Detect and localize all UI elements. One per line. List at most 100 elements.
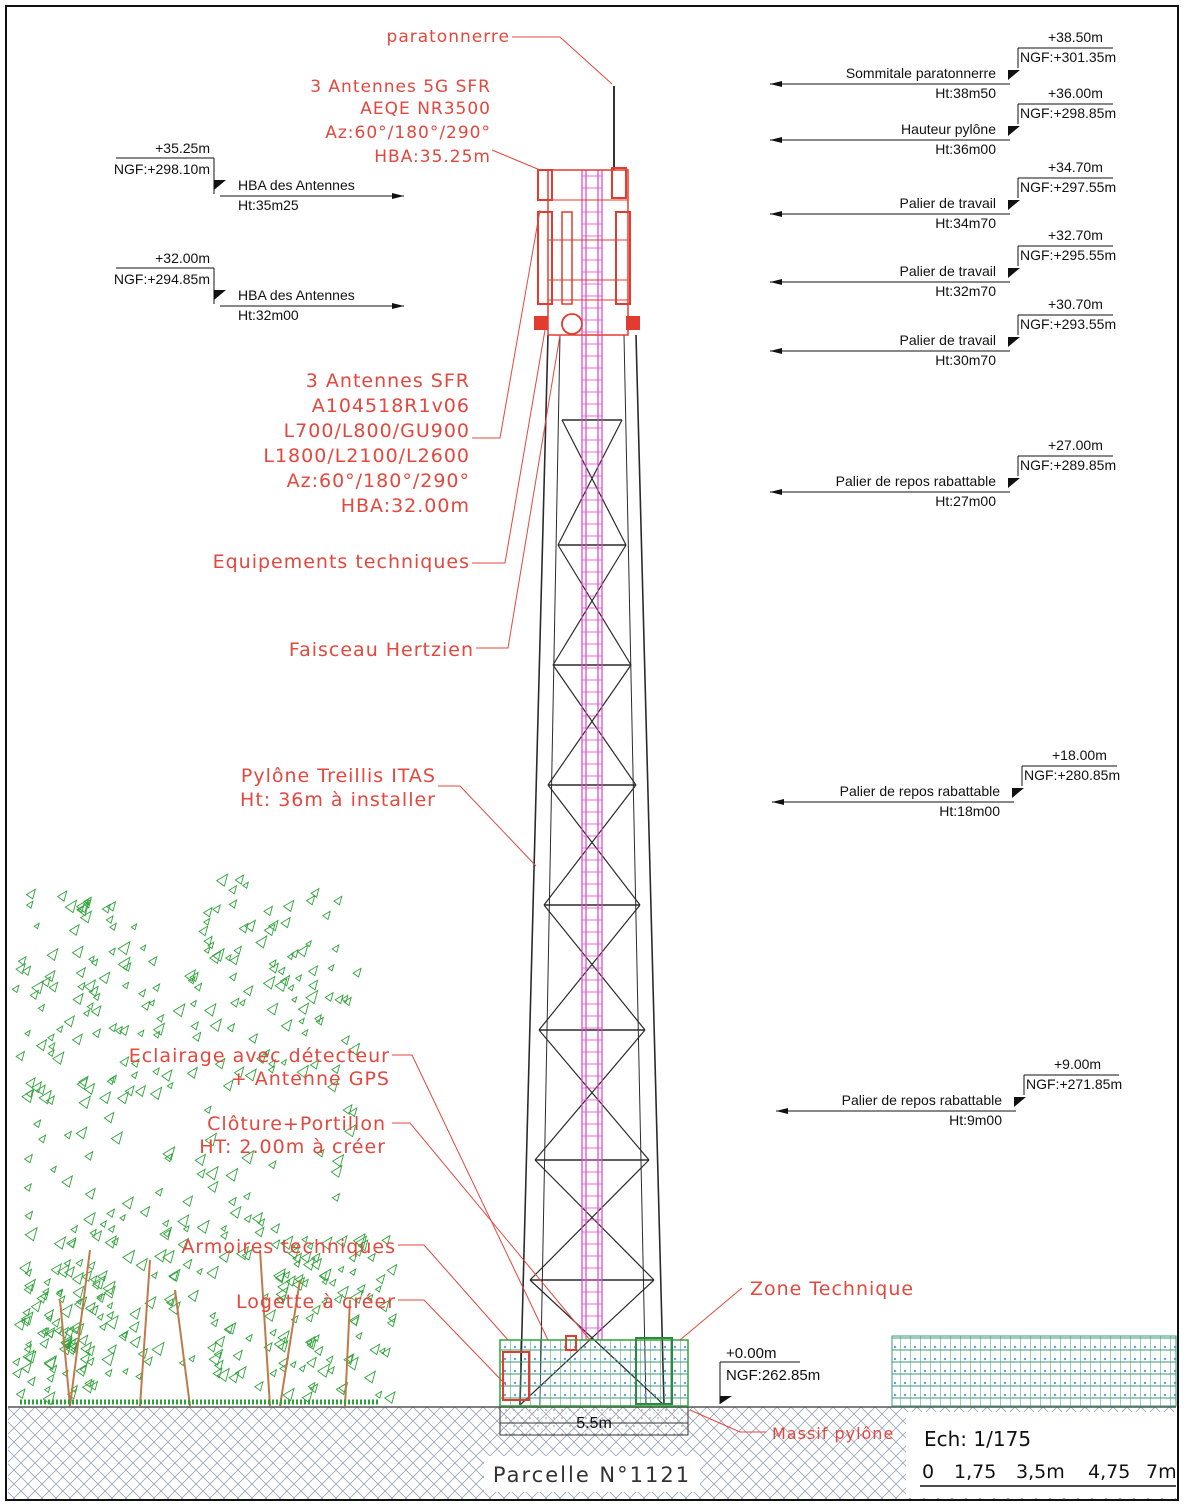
leaf bbox=[327, 1079, 339, 1093]
leaf bbox=[82, 898, 92, 909]
leaf bbox=[129, 1335, 142, 1349]
leaf bbox=[244, 1068, 257, 1082]
leaf bbox=[44, 969, 56, 983]
leaf bbox=[47, 1048, 55, 1058]
leaf bbox=[296, 1064, 310, 1079]
leaf bbox=[378, 1347, 386, 1355]
leaf bbox=[26, 1376, 36, 1387]
leaf bbox=[266, 1002, 279, 1016]
leaf bbox=[330, 1164, 343, 1178]
leaf bbox=[212, 904, 222, 914]
leaf bbox=[134, 1084, 147, 1098]
leaf bbox=[24, 1268, 33, 1277]
leaf bbox=[340, 994, 349, 1003]
leaf bbox=[238, 922, 249, 934]
leaf bbox=[321, 910, 331, 921]
leaf bbox=[56, 1025, 64, 1034]
leaf bbox=[43, 1308, 55, 1321]
leaf bbox=[164, 1152, 173, 1163]
fence-right bbox=[891, 1335, 1177, 1407]
label-pylone-2: Ht: 36m à installer bbox=[240, 789, 436, 811]
antenna-head bbox=[534, 86, 640, 336]
leaf bbox=[210, 1318, 219, 1328]
label-zone: Zone Technique bbox=[750, 1278, 914, 1300]
leaf bbox=[311, 1304, 321, 1316]
leaf bbox=[254, 1226, 265, 1238]
leaf bbox=[162, 1249, 175, 1264]
leaf bbox=[101, 1351, 115, 1367]
leaf bbox=[190, 1020, 200, 1031]
leaf bbox=[46, 1329, 55, 1339]
leaf bbox=[108, 1022, 118, 1033]
leaf bbox=[191, 1031, 202, 1042]
leaf bbox=[262, 1048, 271, 1057]
leaf bbox=[220, 1224, 227, 1233]
label-antennes-sfr-2: A104518R1v06 bbox=[312, 395, 470, 417]
level-ngf: NGF:+289.85m bbox=[1020, 457, 1116, 473]
leaf bbox=[282, 1387, 295, 1402]
leaf bbox=[64, 1326, 75, 1338]
level-ht: Ht:27m00 bbox=[935, 493, 996, 509]
leaf bbox=[106, 1076, 115, 1086]
leaf bbox=[352, 967, 362, 978]
leaf bbox=[86, 1260, 96, 1271]
leaf bbox=[209, 1311, 217, 1320]
leaf bbox=[321, 1277, 329, 1286]
level-label: Sommitale paratonnerre bbox=[846, 65, 996, 81]
leaf bbox=[313, 1013, 322, 1023]
leaf bbox=[137, 1029, 145, 1038]
leaf bbox=[90, 958, 99, 967]
leaf bbox=[49, 1165, 57, 1174]
leaf bbox=[47, 1041, 56, 1051]
leaf bbox=[196, 1168, 206, 1179]
leaf bbox=[46, 947, 59, 962]
leaf bbox=[91, 1027, 102, 1039]
leaf bbox=[105, 1314, 119, 1330]
leaf bbox=[251, 1211, 264, 1225]
leaf bbox=[209, 1018, 223, 1032]
ground-elev: +0.00m bbox=[726, 1345, 776, 1362]
leaf bbox=[280, 1058, 288, 1066]
leaf bbox=[119, 1056, 130, 1068]
leaf bbox=[130, 1070, 139, 1080]
leaf bbox=[151, 1341, 165, 1357]
leaf bbox=[68, 923, 80, 937]
leaf bbox=[117, 956, 131, 971]
leaf bbox=[56, 1288, 64, 1296]
label-antennes-5g-2: AEQE NR3500 bbox=[360, 99, 491, 119]
leaf bbox=[310, 1257, 323, 1271]
leaf bbox=[305, 894, 316, 906]
leaf bbox=[187, 1289, 199, 1303]
leaf bbox=[290, 995, 298, 1004]
leaf bbox=[137, 988, 147, 998]
leaf bbox=[327, 963, 335, 972]
leaf bbox=[46, 1373, 55, 1383]
leaf bbox=[356, 1283, 366, 1294]
leaf bbox=[300, 1250, 312, 1264]
leaf bbox=[118, 1329, 129, 1342]
leaf bbox=[108, 1074, 118, 1084]
leaf bbox=[242, 1191, 251, 1201]
leaf bbox=[165, 1297, 174, 1307]
leaf bbox=[274, 1271, 286, 1284]
level-label: Palier de travail bbox=[900, 332, 997, 348]
leaf bbox=[301, 1235, 309, 1244]
leaf bbox=[215, 873, 229, 887]
leaf bbox=[162, 1146, 176, 1161]
leaf bbox=[122, 1367, 129, 1375]
leaf bbox=[326, 1365, 335, 1375]
leaf bbox=[107, 1344, 117, 1355]
leaf bbox=[63, 1265, 76, 1279]
label-width: 5.5m bbox=[576, 1415, 612, 1432]
drawing-frame bbox=[5, 5, 1179, 1501]
leaf bbox=[269, 1368, 278, 1378]
scale-title: Ech: 1/175 bbox=[924, 1427, 1031, 1451]
leaf bbox=[224, 953, 232, 962]
leaf bbox=[106, 1301, 114, 1310]
leaf bbox=[71, 1271, 84, 1286]
label-massif: Massif pylône bbox=[772, 1424, 894, 1443]
label-antennes-sfr-5: Az:60°/180°/290° bbox=[287, 470, 470, 492]
